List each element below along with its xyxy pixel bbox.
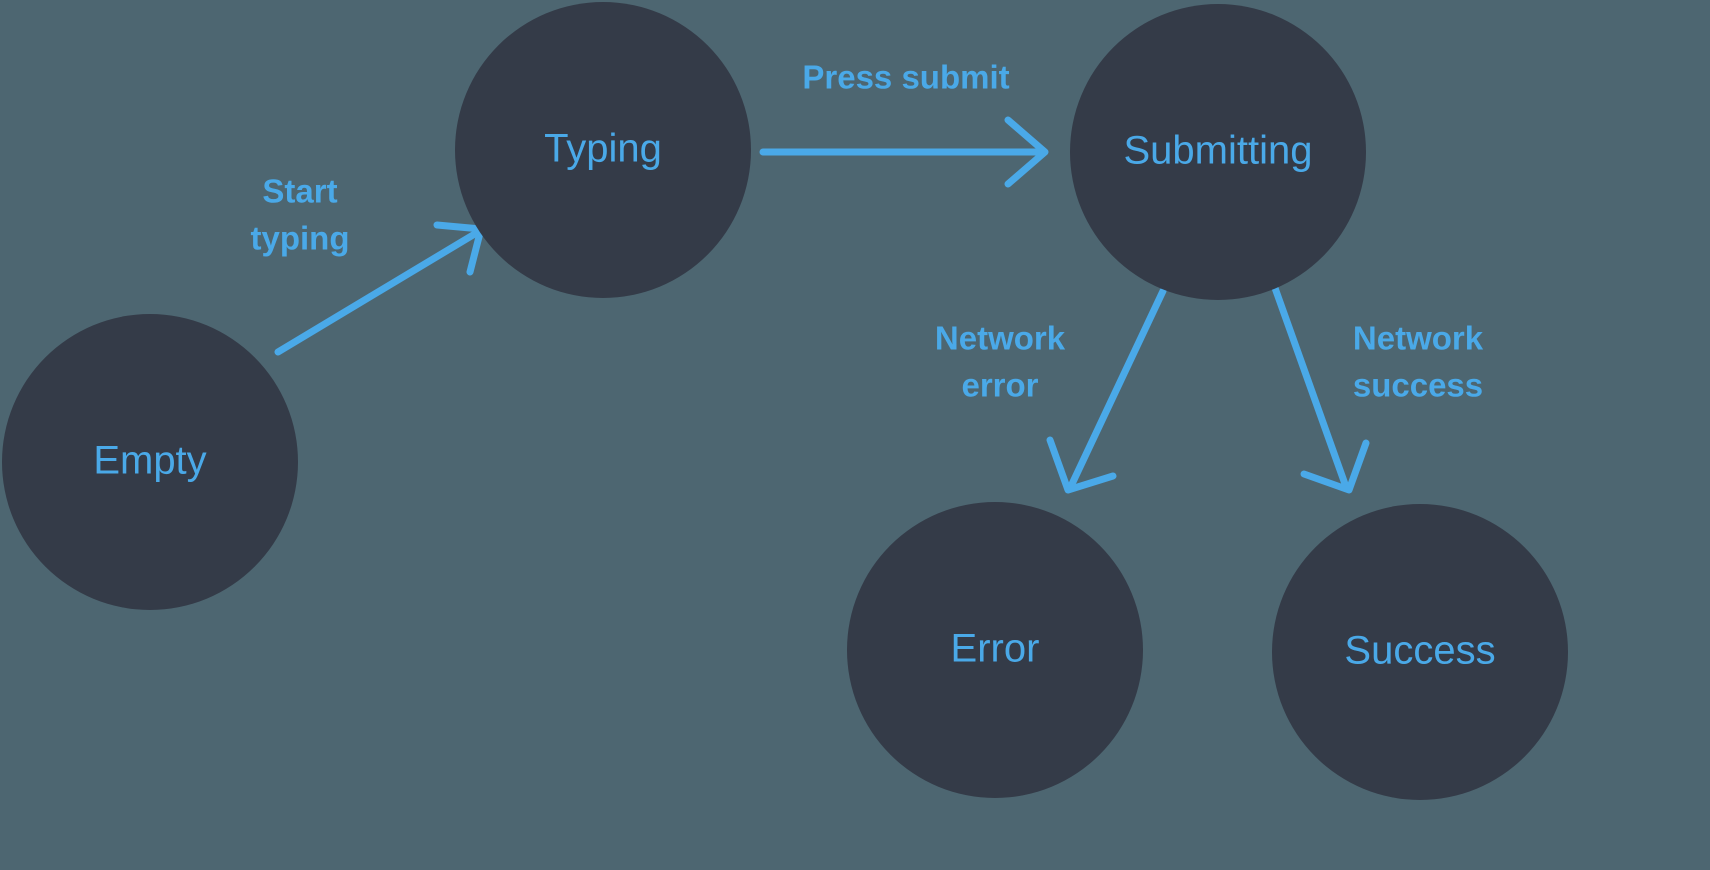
edge-label-start-typing: Start typing — [251, 173, 350, 257]
node-error[interactable]: Error — [847, 502, 1143, 798]
edge-label-network-success: Network success — [1353, 320, 1484, 404]
edge-label-network-error-line-1: Network — [935, 320, 1066, 357]
arrowhead-submitting-to-error — [1046, 436, 1117, 494]
node-empty[interactable]: Empty — [2, 314, 298, 610]
arrowhead-typing-to-submitting — [1004, 116, 1049, 188]
node-error-label: Error — [951, 627, 1040, 671]
edge-label-network-success-line-1: Network — [1353, 320, 1484, 357]
node-error-circle[interactable] — [847, 502, 1143, 798]
edge-submitting-to-error — [1046, 287, 1167, 494]
node-typing-label: Typing — [544, 127, 662, 171]
node-submitting[interactable]: Submitting — [1070, 4, 1366, 300]
node-success-circle[interactable] — [1272, 504, 1568, 800]
edge-label-press-submit-line-1: Press submit — [802, 59, 1009, 96]
node-empty-label: Empty — [93, 439, 206, 483]
edge-line-submitting-to-error — [1068, 287, 1167, 488]
arrowhead-submitting-to-success — [1300, 439, 1370, 494]
edge-submitting-to-success — [1271, 284, 1370, 494]
edge-label-start-typing-line-1: Start — [262, 173, 337, 210]
edge-line-submitting-to-success — [1271, 284, 1349, 488]
node-empty-circle[interactable] — [2, 314, 298, 610]
node-submitting-label: Submitting — [1124, 129, 1313, 173]
node-typing-circle[interactable] — [455, 2, 751, 298]
edge-label-press-submit: Press submit — [802, 59, 1009, 96]
node-submitting-circle[interactable] — [1070, 4, 1366, 300]
node-success-label: Success — [1344, 629, 1495, 673]
edge-label-network-error-line-2: error — [961, 367, 1038, 404]
edge-line-empty-to-typing — [274, 228, 482, 356]
edge-label-network-error: Network error — [935, 320, 1066, 404]
edge-label-start-typing-line-2: typing — [251, 220, 350, 257]
node-typing[interactable]: Typing — [455, 2, 751, 298]
edge-typing-to-submitting — [759, 116, 1049, 188]
node-success[interactable]: Success — [1272, 504, 1568, 800]
edge-label-network-success-line-2: success — [1353, 367, 1483, 404]
